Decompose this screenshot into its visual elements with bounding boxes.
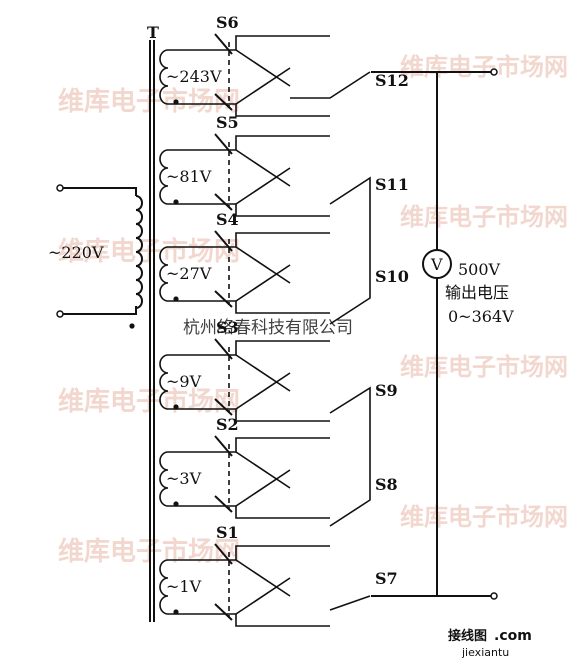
- winding-s2: S2 ~3V: [159, 415, 330, 519]
- switch-blade-a: [235, 451, 291, 489]
- switch-blade-a: [235, 49, 291, 87]
- switch-rail-bottom: [180, 103, 330, 117]
- secondary-coil: [159, 149, 180, 205]
- winding-dot: [173, 404, 179, 410]
- switch-rail-bottom: [180, 408, 330, 422]
- switch-blade-b: [235, 577, 291, 615]
- footer-url: jiexiantu: [461, 646, 509, 659]
- footer-logo-text: 接线图: [448, 628, 487, 644]
- svg-text:维库电子市场网: 维库电子市场网: [400, 203, 568, 231]
- switch-rail-top: [180, 340, 330, 356]
- switch-rail-top: [180, 35, 330, 51]
- output-terminal-top: [490, 68, 498, 76]
- secondary-coil: [159, 246, 180, 302]
- output-terminal-bottom: [490, 592, 498, 600]
- switch-contact: [329, 386, 371, 527]
- switch-label: S1: [216, 523, 239, 542]
- secondary-coil: [159, 354, 180, 410]
- winding-voltage-label: ~9V: [166, 372, 202, 391]
- switch-rail-bottom: [180, 203, 330, 217]
- switch-label: S2: [216, 415, 239, 434]
- winding-dot: [173, 609, 179, 615]
- right-switch-label-s12: S12: [375, 71, 409, 90]
- switch-rail-top: [180, 545, 330, 561]
- input-terminal-top: [56, 184, 64, 192]
- switch-blade-a: [235, 559, 291, 597]
- right-switch-label-s9: S9: [375, 381, 398, 400]
- company-watermark: 杭州络春科技有限公司: [183, 318, 353, 338]
- winding-voltage-label: ~81V: [166, 167, 212, 186]
- primary-winding: ~220V: [48, 184, 143, 329]
- switch-blade-a: [235, 354, 291, 392]
- switch-lever: [214, 435, 233, 457]
- switch-lever: [214, 338, 233, 360]
- winding-s5: S5 ~81V: [159, 113, 330, 217]
- winding-s1: S1 ~1V: [159, 523, 330, 627]
- switch-contact: [329, 176, 371, 325]
- switch-blade-b: [235, 264, 291, 302]
- switch-label: S5: [216, 113, 239, 132]
- secondary-coil: [159, 451, 180, 507]
- switch-rail-bottom: [180, 505, 330, 519]
- voltmeter-symbol: V: [430, 255, 443, 274]
- winding-s6: S6 ~243V: [159, 13, 330, 117]
- switch-blade-b: [235, 372, 291, 410]
- switch-contact: [290, 71, 371, 99]
- right-switch-label-s11: S11: [375, 175, 409, 194]
- switch-label: S4: [216, 210, 239, 229]
- winding-voltage-label: ~3V: [166, 469, 202, 488]
- switch-lever: [214, 133, 233, 155]
- voltmeter-caption: 输出电压: [445, 283, 509, 302]
- switch-lever: [214, 543, 233, 565]
- switch-rail-bottom: [180, 300, 330, 314]
- winding-voltage-label: ~1V: [166, 577, 202, 596]
- switch-rail-top: [180, 232, 330, 248]
- right-switch-label-s7: S7: [375, 569, 398, 588]
- switch-rail-bottom: [180, 613, 330, 627]
- svg-text:维库电子市场网: 维库电子市场网: [400, 53, 568, 81]
- secondary-coil: [159, 49, 180, 105]
- winding-voltage-label: ~243V: [166, 67, 222, 86]
- switch-rail-top: [180, 135, 330, 151]
- switch-label: S6: [216, 13, 239, 32]
- switch-blade-b: [235, 167, 291, 205]
- winding-dot: [173, 296, 179, 302]
- primary-coil: [135, 195, 143, 309]
- right-switch-label-s10: S10: [375, 267, 409, 286]
- primary-voltage-label: ~220V: [48, 243, 104, 262]
- switch-blade-a: [235, 246, 291, 284]
- switch-rail-top: [180, 437, 330, 453]
- transformer-label: T: [147, 23, 159, 42]
- switch-blade-b: [235, 469, 291, 507]
- voltmeter-rating: 500V: [458, 260, 501, 279]
- winding-s3: S3 ~9V: [159, 318, 330, 422]
- svg-text:维库电子市场网: 维库电子市场网: [400, 353, 568, 381]
- output-range: 0~364V: [448, 307, 514, 326]
- winding-voltage-label: ~27V: [166, 264, 212, 283]
- transformer-core: T: [147, 23, 159, 622]
- switch-label: S3: [216, 318, 239, 337]
- switch-lever: [214, 33, 233, 55]
- switch-blade-a: [235, 149, 291, 187]
- input-terminal-bottom: [56, 310, 64, 318]
- secondary-coil: [159, 559, 180, 615]
- right-switch-label-s8: S8: [375, 475, 398, 494]
- winding-dot: [173, 99, 179, 105]
- winding-s4: S4 ~27V: [159, 210, 330, 314]
- footer-logo: 接线图 .com jiexiantu: [448, 628, 532, 659]
- voltmeter-icon: [422, 249, 452, 279]
- winding-dot: [173, 501, 179, 507]
- primary-dot: [129, 323, 135, 329]
- output-section: V 500V 输出电压 0~364V: [371, 68, 514, 600]
- footer-com: .com: [494, 628, 532, 644]
- winding-dot: [173, 199, 179, 205]
- switch-contact: [329, 595, 371, 611]
- switch-blade-b: [235, 67, 291, 105]
- svg-text:维库电子市场网: 维库电子市场网: [400, 503, 568, 531]
- switch-lever: [214, 230, 233, 252]
- secondary-windings: S6 ~243V S5 ~81V S4 ~27V S3 ~9V S2 ~3V S1 ~1V S12S11…: [159, 13, 409, 627]
